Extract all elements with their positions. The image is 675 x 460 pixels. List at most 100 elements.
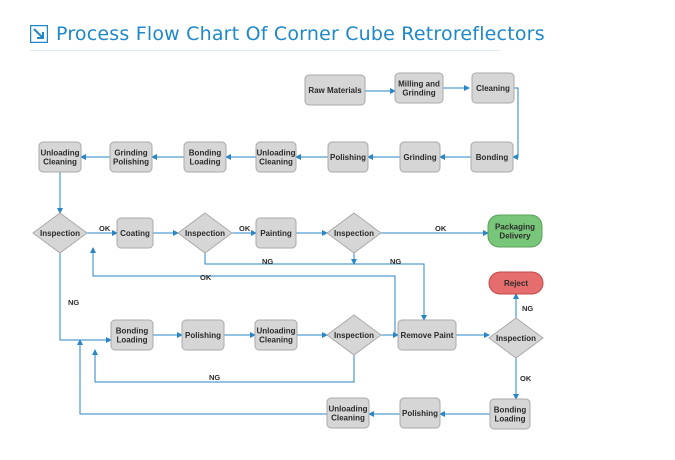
decision-shape: [32, 212, 88, 254]
node-polishing-1: Polishing: [327, 141, 369, 173]
node-remove-paint: Remove Paint: [397, 319, 457, 351]
connector-arrow: [512, 87, 519, 160]
node-label: Grinding: [114, 149, 147, 158]
node-label: Polishing: [330, 153, 366, 162]
page-title: Process Flow Chart Of Corner Cube Retror…: [56, 23, 545, 45]
node-inspection-4: Inspection: [326, 314, 382, 356]
process-shape: [255, 141, 297, 173]
node-painting: Painting: [255, 217, 297, 249]
node-label: Polishing: [113, 158, 149, 167]
process-shape: [326, 397, 370, 429]
decision-shape: [326, 314, 382, 356]
edge-label-ng: NG: [522, 304, 533, 313]
edge-label-ok: OK: [239, 224, 251, 233]
process-shape: [183, 141, 227, 173]
decision-shape: [177, 212, 233, 254]
process-shape: [471, 72, 515, 104]
process-shape: [399, 141, 441, 173]
process-shape: [255, 217, 297, 249]
node-grinding: Grinding: [399, 141, 441, 173]
node-label: Grinding: [403, 153, 436, 162]
process-shape: [254, 319, 298, 351]
process-shape: [116, 217, 154, 249]
connectors: [57, 85, 519, 417]
process-shape: [488, 271, 544, 295]
node-label: Unloading: [256, 327, 295, 336]
node-label: Inspection: [334, 229, 374, 238]
connector-arrow: [77, 339, 327, 415]
node-label: Polishing: [402, 409, 438, 418]
node-label: Cleaning: [331, 414, 365, 423]
process-shape: [110, 319, 154, 351]
node-reject: Reject: [488, 271, 544, 295]
node-label: Remove Paint: [401, 331, 454, 340]
node-label: Reject: [504, 279, 528, 288]
node-label: Painting: [260, 229, 292, 238]
node-inspection-3: Inspection: [326, 212, 382, 254]
node-inspection-5: Inspection: [488, 317, 544, 359]
node-label: Bonding: [189, 149, 222, 158]
node-label: Raw Materials: [308, 86, 362, 95]
process-shape: [487, 214, 543, 248]
node-label: Unloading: [40, 149, 79, 158]
node-label: Loading: [494, 415, 525, 424]
node-bonding-1: Bonding: [470, 141, 514, 173]
title-bar: Process Flow Chart Of Corner Cube Retror…: [30, 16, 545, 52]
node-label: Polishing: [185, 331, 221, 340]
process-shape: [109, 141, 153, 173]
node-label: Inspection: [40, 229, 80, 238]
node-label: Cleaning: [259, 336, 293, 345]
process-shape: [489, 398, 531, 430]
node-label: Cleaning: [259, 158, 293, 167]
node-label: Unloading: [328, 405, 367, 414]
node-cleaning: Cleaning: [471, 72, 515, 104]
edge-label-ng: NG: [68, 298, 79, 307]
node-label: Grinding: [402, 89, 435, 98]
logo-icon: [30, 25, 48, 43]
node-polishing-3: Polishing: [399, 397, 441, 429]
node-label: Unloading: [256, 149, 295, 158]
node-raw-materials: Raw Materials: [304, 74, 366, 106]
node-label: Inspection: [334, 331, 374, 340]
edge-label-ng: NG: [262, 257, 273, 266]
node-label: Coating: [120, 229, 150, 238]
process-shape: [38, 141, 82, 173]
node-label: Bonding: [116, 327, 149, 336]
node-label: Loading: [189, 158, 220, 167]
node-label: Loading: [116, 336, 147, 345]
connector-arrow: [204, 253, 427, 321]
node-label: Cleaning: [476, 84, 510, 93]
process-shape: [394, 72, 444, 104]
process-shape: [304, 74, 366, 106]
connector-arrow: [90, 247, 396, 335]
node-polishing-2: Polishing: [181, 319, 225, 351]
decision-shape: [488, 317, 544, 359]
connector-arrow: [59, 253, 112, 343]
node-inspection-2: Inspection: [177, 212, 233, 254]
node-label: Bonding: [494, 406, 527, 415]
node-label: Delivery: [499, 232, 531, 241]
edge-label-ng: NG: [209, 373, 220, 382]
process-shape: [181, 319, 225, 351]
decision-shape: [326, 212, 382, 254]
process-shape: [470, 141, 514, 173]
process-shape: [327, 141, 369, 173]
process-shape: [397, 319, 457, 351]
node-label: Packaging: [495, 223, 535, 232]
node-label: Bonding: [476, 153, 509, 162]
edge-label-ok: OK: [99, 224, 111, 233]
process-shape: [399, 397, 441, 429]
node-inspection-1: Inspection: [32, 212, 88, 254]
